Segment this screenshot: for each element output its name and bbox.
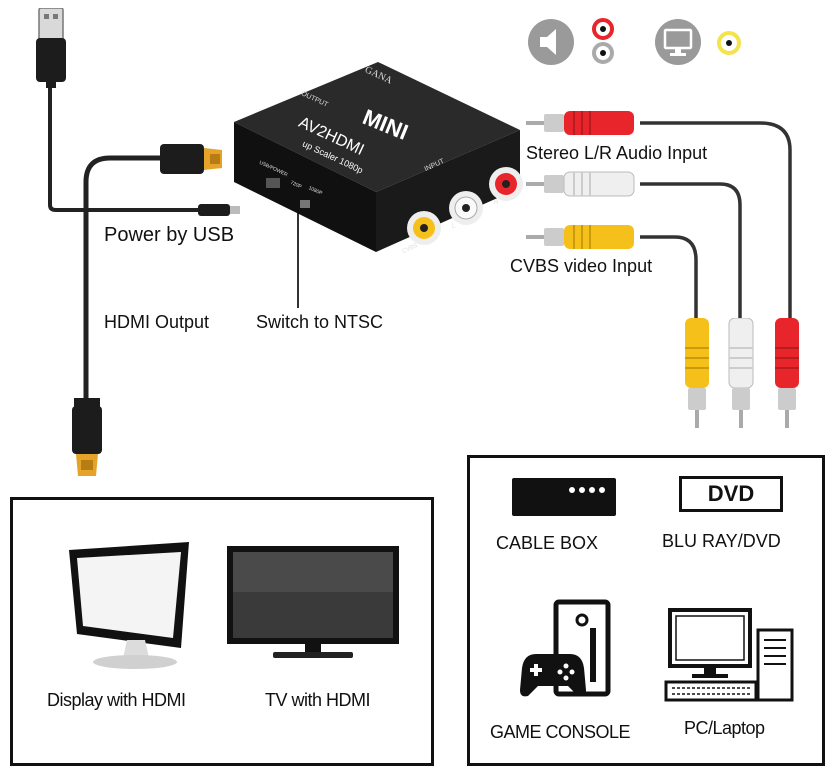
tv-label: TV with HDMI <box>265 690 371 710</box>
usb-plug-icon <box>36 8 66 88</box>
game-console-icon <box>520 599 611 697</box>
console-label: GAME CONSOLE <box>490 722 631 742</box>
hdmi-plug-icon-bottom <box>72 398 102 476</box>
rca-plug-icon-white-vertical <box>728 318 754 428</box>
device-right-port: R <box>494 200 499 206</box>
video-jack-icon-yellow <box>717 31 741 55</box>
pc-icon <box>664 608 794 702</box>
hdmi-output-label: HDMI Output <box>104 312 210 332</box>
rca-plug-icon-white-horizontal <box>526 171 635 197</box>
audio-jack-icon-white <box>592 42 614 64</box>
source-devices-panel: CABLE BOX DVD BLU RAY/DVD GAME CONSOLE P… <box>467 455 825 766</box>
pc-label: PC/Laptop <box>684 718 765 738</box>
dvd-badge-text: DVD <box>707 481 755 506</box>
rca-plug-icon-yellow-horizontal <box>526 225 634 249</box>
micro-usb-plug-icon <box>198 204 240 216</box>
cvbs-input-label: CVBS video Input <box>510 256 653 276</box>
display-icon <box>69 542 189 669</box>
dvd-icon: DVD <box>679 476 783 512</box>
rca-plug-icon-red-horizontal <box>526 111 634 135</box>
bluray-label: BLU RAY/DVD <box>662 531 781 551</box>
rca-plug-icon-red-vertical <box>775 318 799 428</box>
tv-icon <box>227 546 399 658</box>
device-left-port: L <box>452 224 456 230</box>
av2hdmi-device <box>234 62 523 252</box>
connection-diagram <box>48 82 792 400</box>
display-label: Display with HDMI <box>47 690 186 710</box>
speaker-icon <box>528 19 574 65</box>
cable-box-label: CABLE BOX <box>496 533 599 553</box>
power-label: Power by USB <box>104 224 235 246</box>
switch-ntsc-label: Switch to NTSC <box>256 312 384 332</box>
rca-plug-icon-yellow-vertical <box>685 318 709 428</box>
output-devices-panel: Display with HDMI TV with HDMI <box>10 497 434 766</box>
cable-box-icon <box>512 478 616 516</box>
audio-jack-icon-red <box>592 18 614 40</box>
hdmi-plug-icon <box>160 144 222 174</box>
monitor-icon <box>655 19 701 65</box>
stereo-input-label: Stereo L/R Audio Input <box>526 143 708 163</box>
